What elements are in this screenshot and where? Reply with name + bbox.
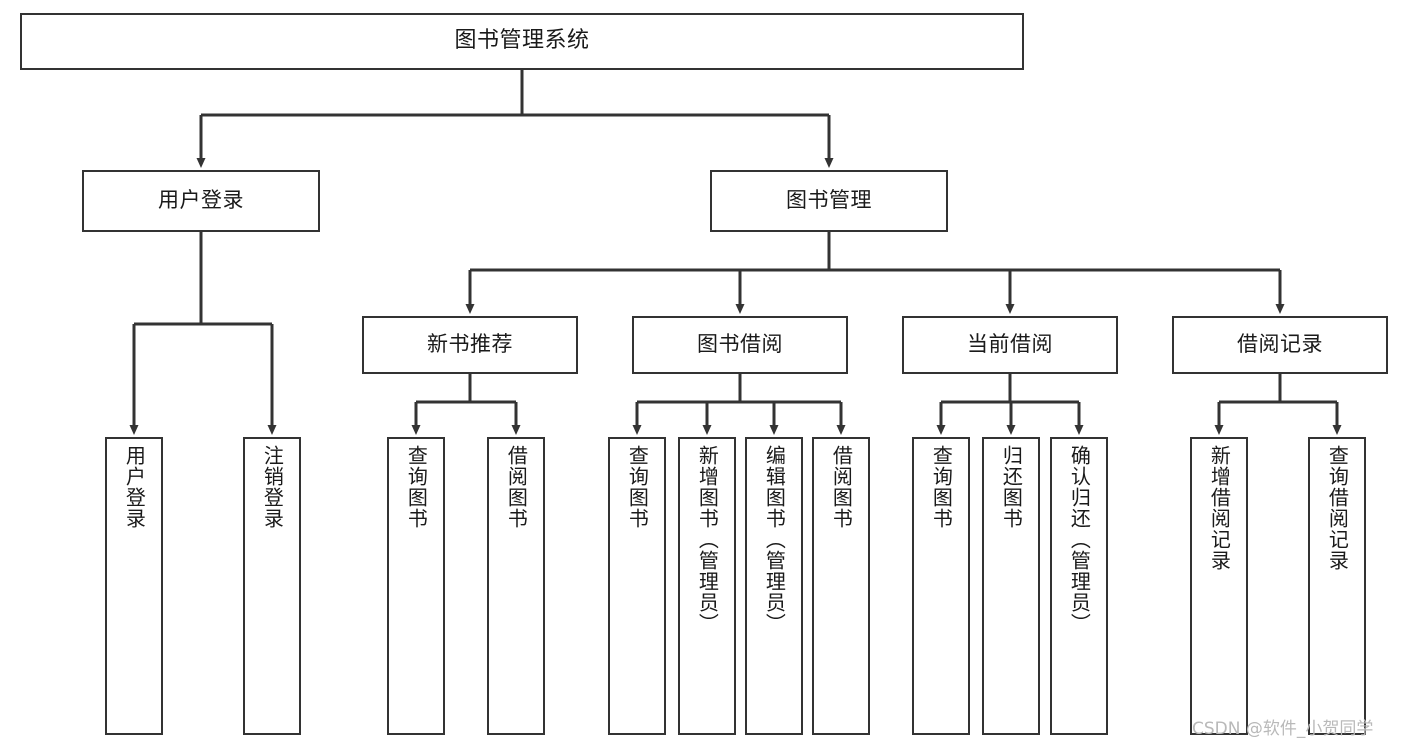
node-label-leaf-return-book: 归还图书 <box>999 445 1024 529</box>
node-leaf-user-login[interactable]: 用户登录 <box>105 437 163 735</box>
node-book-borrow[interactable]: 图书借阅 <box>632 316 848 374</box>
node-leaf-return-book[interactable]: 归还图书 <box>982 437 1040 735</box>
node-leaf-query-record[interactable]: 查询借阅记录 <box>1308 437 1366 735</box>
node-label-user-login: 用户登录 <box>158 188 244 213</box>
node-leaf-user-logout[interactable]: 注销登录 <box>243 437 301 735</box>
node-leaf-borrow-book-2[interactable]: 借阅图书 <box>812 437 870 735</box>
node-label-leaf-user-login: 用户登录 <box>122 445 147 529</box>
node-current-borrow[interactable]: 当前借阅 <box>902 316 1118 374</box>
node-label-current-borrow: 当前借阅 <box>967 332 1053 357</box>
node-label-book-borrow: 图书借阅 <box>697 332 783 357</box>
node-label-leaf-add-record: 新增借阅记录 <box>1207 445 1232 571</box>
node-label-book-manage: 图书管理 <box>786 188 872 213</box>
node-leaf-query-book-3[interactable]: 查询图书 <box>912 437 970 735</box>
node-label-leaf-borrow-book-2: 借阅图书 <box>829 445 854 529</box>
node-label-new-book-rec: 新书推荐 <box>427 332 513 357</box>
node-label-leaf-query-book-3: 查询图书 <box>929 445 954 529</box>
node-label-leaf-borrow-book-1: 借阅图书 <box>504 445 529 529</box>
node-label-root: 图书管理系统 <box>454 28 590 54</box>
node-label-leaf-query-book-2: 查询图书 <box>625 445 650 529</box>
node-leaf-query-book-2[interactable]: 查询图书 <box>608 437 666 735</box>
node-label-leaf-query-record: 查询借阅记录 <box>1325 445 1350 571</box>
node-book-manage[interactable]: 图书管理 <box>710 170 948 232</box>
node-leaf-edit-book[interactable]: 编辑图书（管理员） <box>745 437 803 735</box>
node-borrow-record[interactable]: 借阅记录 <box>1172 316 1388 374</box>
node-leaf-add-book[interactable]: 新增图书（管理员） <box>678 437 736 735</box>
node-label-leaf-query-book-1: 查询图书 <box>404 445 429 529</box>
node-label-leaf-user-logout: 注销登录 <box>260 445 285 529</box>
csdn-watermark: CSDN @软件_小贺同学 <box>1192 719 1374 739</box>
node-label-borrow-record: 借阅记录 <box>1237 332 1323 357</box>
node-new-book-rec[interactable]: 新书推荐 <box>362 316 578 374</box>
node-label-leaf-edit-book: 编辑图书（管理员） <box>762 445 787 634</box>
node-leaf-add-record[interactable]: 新增借阅记录 <box>1190 437 1248 735</box>
node-label-leaf-confirm-return: 确认归还（管理员） <box>1067 445 1092 634</box>
node-leaf-borrow-book-1[interactable]: 借阅图书 <box>487 437 545 735</box>
node-leaf-confirm-return[interactable]: 确认归还（管理员） <box>1050 437 1108 735</box>
node-leaf-query-book-1[interactable]: 查询图书 <box>387 437 445 735</box>
node-label-leaf-add-book: 新增图书（管理员） <box>695 445 720 634</box>
node-user-login[interactable]: 用户登录 <box>82 170 320 232</box>
node-root[interactable]: 图书管理系统 <box>20 13 1024 70</box>
